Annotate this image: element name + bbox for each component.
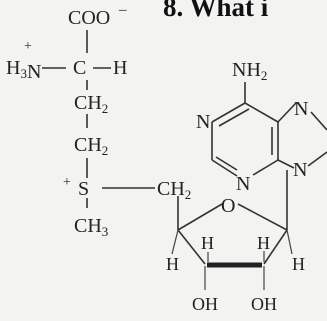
n9-label: N [293,159,307,181]
nh2-label: NH2 [232,59,267,83]
ch2-b-label: CH2 [74,134,108,158]
ring-oxygen-label: O [221,195,235,217]
sulfonium-charge: + [63,175,71,190]
bonds [42,30,327,290]
h2-label: H [201,233,214,253]
atom-labels: COO – + H3N C H CH2 CH2 + S CH3 CH2 NH2 … [6,2,308,314]
oh1-label: OH [192,294,218,314]
alpha-hydrogen-label: H [113,57,127,79]
carboxylate-charge: – [118,2,127,18]
sulfur-label: S [78,178,89,200]
h1-label: H [166,254,179,274]
n3-label: N [236,173,250,195]
ch2-c-label: CH2 [157,178,191,202]
n7-label: N [294,98,308,120]
question-heading: 8. What i [163,0,269,22]
amine-charge: + [24,39,32,54]
amine-label: H3N [6,57,41,83]
methyl-label: CH3 [74,215,108,239]
alpha-carbon-label: C [73,57,86,79]
oh2-label: OH [251,294,277,314]
ch2-a-label: CH2 [74,92,108,116]
carboxylate-label: COO [68,7,110,29]
h3-label: H [257,233,270,253]
n1-label: N [196,111,210,133]
h4-label: H [292,254,305,274]
